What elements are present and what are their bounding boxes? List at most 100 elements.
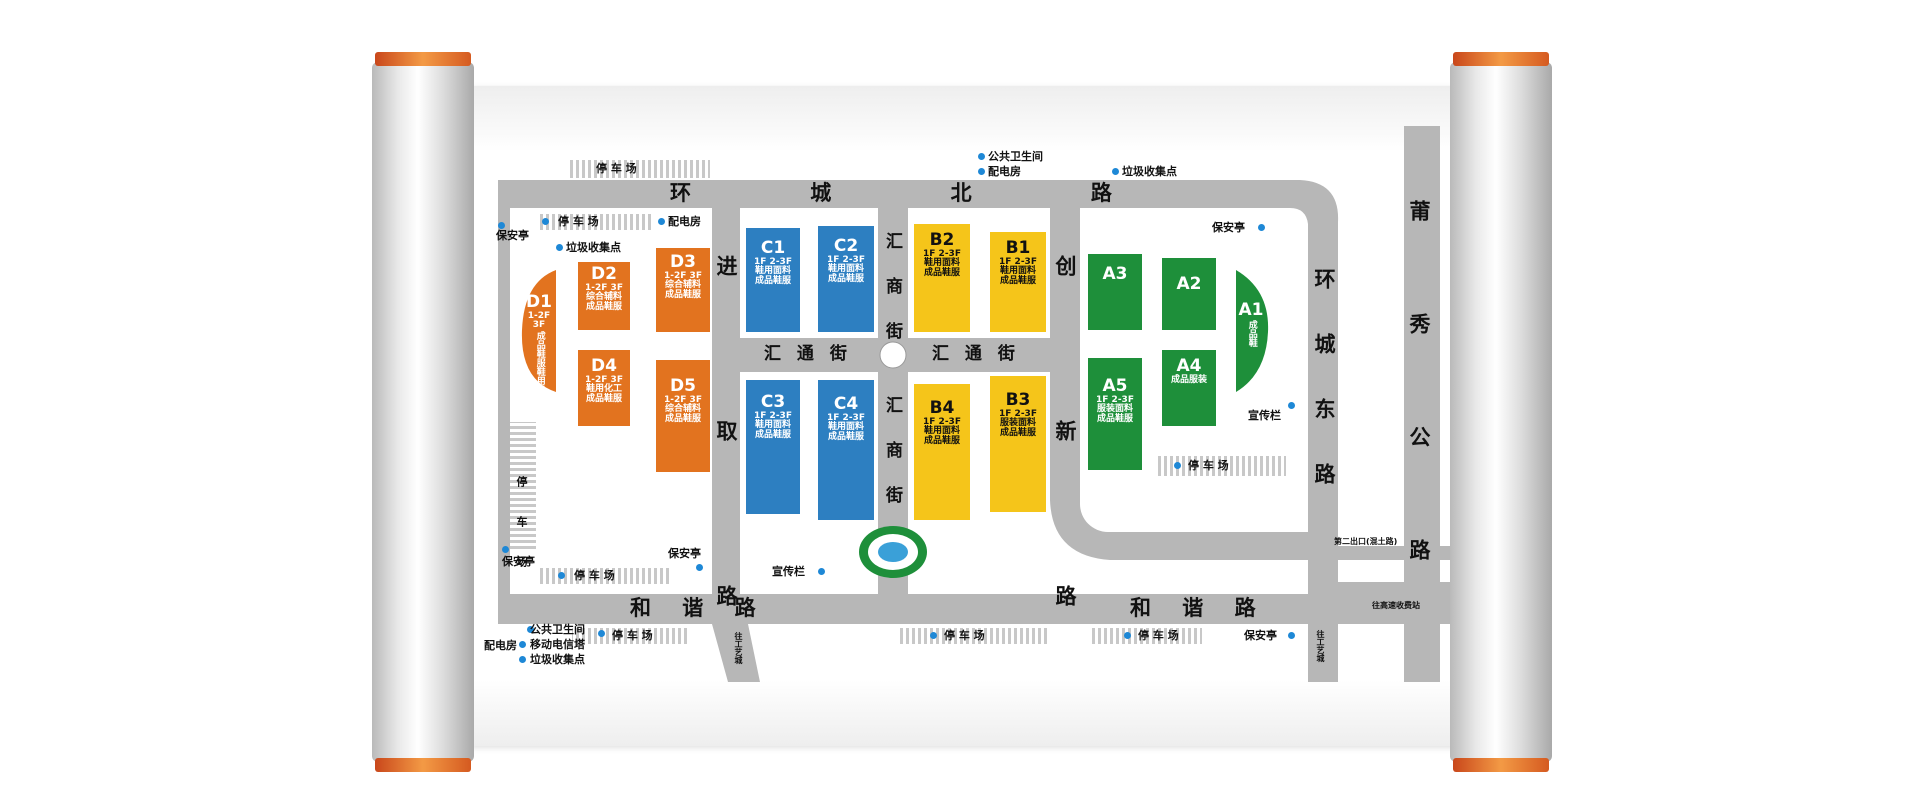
roller-cap	[1453, 758, 1549, 772]
building-use: 综合辅料	[664, 404, 701, 415]
building-use: 成品鞋服	[1096, 413, 1133, 424]
roller-cap	[375, 758, 471, 772]
zone-d	[521, 248, 710, 472]
building-use: 成品鞋服	[999, 275, 1036, 286]
zone-b	[914, 224, 1046, 520]
guard-label: 保安亭	[496, 229, 529, 242]
facility-dot	[519, 641, 526, 648]
parking-label: 停 车 场	[574, 569, 615, 582]
parking-label: 停 车 场	[944, 629, 985, 642]
building-code: D1	[526, 292, 552, 312]
guard-label: 保安亭	[1212, 221, 1245, 234]
building-code: A1	[1238, 300, 1264, 320]
guard-label: 保安亭	[1244, 629, 1277, 642]
building-label-c3: C3 1F 2-3F 鞋用面料 成品鞋服	[746, 392, 800, 440]
stadium-icon	[859, 526, 927, 578]
facility-dot	[527, 626, 534, 633]
road-label-jinqu: 进 取 路	[714, 255, 738, 666]
parking-a	[1158, 456, 1286, 476]
building-floors: 1-2F 3F	[585, 283, 623, 293]
building-code: A2	[1176, 274, 1202, 294]
building-b3	[990, 376, 1046, 512]
facility-dot	[930, 632, 937, 639]
building-use: 鞋用面料	[999, 266, 1036, 277]
road-diagonal	[712, 624, 760, 682]
toilet-label: 公共卫生间	[988, 150, 1043, 163]
building-floors: 1F 2-3F	[827, 413, 865, 423]
road-west	[498, 180, 510, 620]
road-label-chuangxin: 创 新 路	[1053, 255, 1077, 666]
building-label-b3: B3 1F 2-3F 服装面料 成品鞋服	[990, 391, 1046, 438]
building-label-d2: D2 1-2F 3F 综合辅料 成品鞋服	[578, 264, 630, 312]
guard-label: 保安亭	[502, 555, 535, 568]
building-use: 成品鞋	[1246, 320, 1257, 347]
parking-label: 停 车 场	[515, 476, 528, 575]
building-a4	[1162, 350, 1216, 426]
building-use: 成品鞋服	[664, 413, 701, 424]
building-use: 鞋用面料	[754, 420, 791, 431]
road-puxiu	[1404, 126, 1440, 682]
building-label-c2: C2 1F 2-3F 鞋用面料 成品鞋服	[818, 236, 874, 284]
building-use: 成品服装	[1170, 375, 1207, 385]
building-floors: 1F 2-3F	[923, 416, 961, 427]
building-code: B2	[929, 230, 955, 250]
roller-cap	[375, 52, 471, 66]
building-use: 鞋用面料	[754, 266, 791, 277]
facility-dot	[558, 572, 565, 579]
road-exit2	[1308, 532, 1338, 682]
building-code: A4	[1176, 356, 1202, 376]
building-use: 鞋用面料	[923, 258, 960, 269]
building-use: 成品鞋服	[754, 429, 791, 440]
building-label-b4: B4 1F 2-3F 鞋用面料 成品鞋服	[914, 399, 970, 446]
building-label-a4: A4 成品服装	[1162, 356, 1216, 385]
building-code: C2	[833, 236, 859, 256]
facility-dot	[498, 222, 505, 229]
building-c4	[818, 380, 874, 520]
power-room-label: 配电房	[484, 639, 517, 652]
building-code: D4	[591, 356, 617, 376]
building-code: D5	[670, 376, 696, 396]
parking-areas	[510, 160, 1286, 644]
toilet-label: 公共卫生间	[530, 623, 585, 636]
facility-dot	[1288, 402, 1295, 409]
building-use: 成品鞋服	[923, 435, 960, 446]
facility-dot	[696, 564, 703, 571]
building-use: 服装面料	[999, 418, 1036, 429]
building-d3	[656, 248, 710, 332]
parking-label: 停 车 场	[596, 162, 637, 175]
parking-label: 停 车 场	[1138, 629, 1179, 642]
building-label-c1: C1 1F 2-3F 鞋用面料 成品鞋服	[746, 238, 800, 286]
building-use: 成品鞋服	[999, 427, 1036, 438]
building-floors: 1F 2-3F	[754, 411, 792, 421]
building-a5	[1088, 358, 1142, 470]
road-network	[498, 126, 1458, 682]
building-use: 鞋用面料	[923, 426, 960, 437]
road-label-huitong-east: 汇 通 街	[932, 344, 1015, 364]
parking-d-top	[540, 214, 654, 230]
power-room-label: 配电房	[988, 165, 1021, 178]
building-label-a1: A1 成品鞋	[1236, 300, 1266, 347]
building-use: 服装面料	[1096, 404, 1133, 415]
facility-dot	[818, 568, 825, 575]
building-b4	[914, 384, 970, 520]
building-c2	[818, 226, 874, 332]
building-use: 成品鞋服	[827, 431, 864, 442]
building-code: D3	[670, 252, 696, 272]
building-a2	[1162, 258, 1216, 330]
facility-dot	[1174, 462, 1181, 469]
building-label-b1: B1 1F 2-3F 鞋用面料 成品鞋服	[990, 239, 1046, 286]
building-use: 综合辅料	[585, 292, 622, 303]
building-c1	[746, 228, 800, 332]
building-floors: 1-2F 3F	[527, 311, 551, 331]
building-label-d1: D1 1-2F 3F 成品鞋服 鞋用机械	[522, 292, 556, 403]
building-use: 成品鞋服	[585, 393, 622, 404]
building-a3	[1088, 254, 1142, 330]
roller-cap	[1453, 52, 1549, 66]
zone-a	[1088, 254, 1269, 470]
building-label-a3: A3	[1088, 264, 1142, 284]
building-floors: 1F 2-3F	[999, 408, 1037, 419]
building-use: 成品鞋服	[585, 301, 622, 312]
building-floors: 1F 2-3F	[754, 257, 792, 267]
road-hexie	[498, 594, 1458, 624]
power-booth-label: 配电房	[668, 215, 701, 228]
